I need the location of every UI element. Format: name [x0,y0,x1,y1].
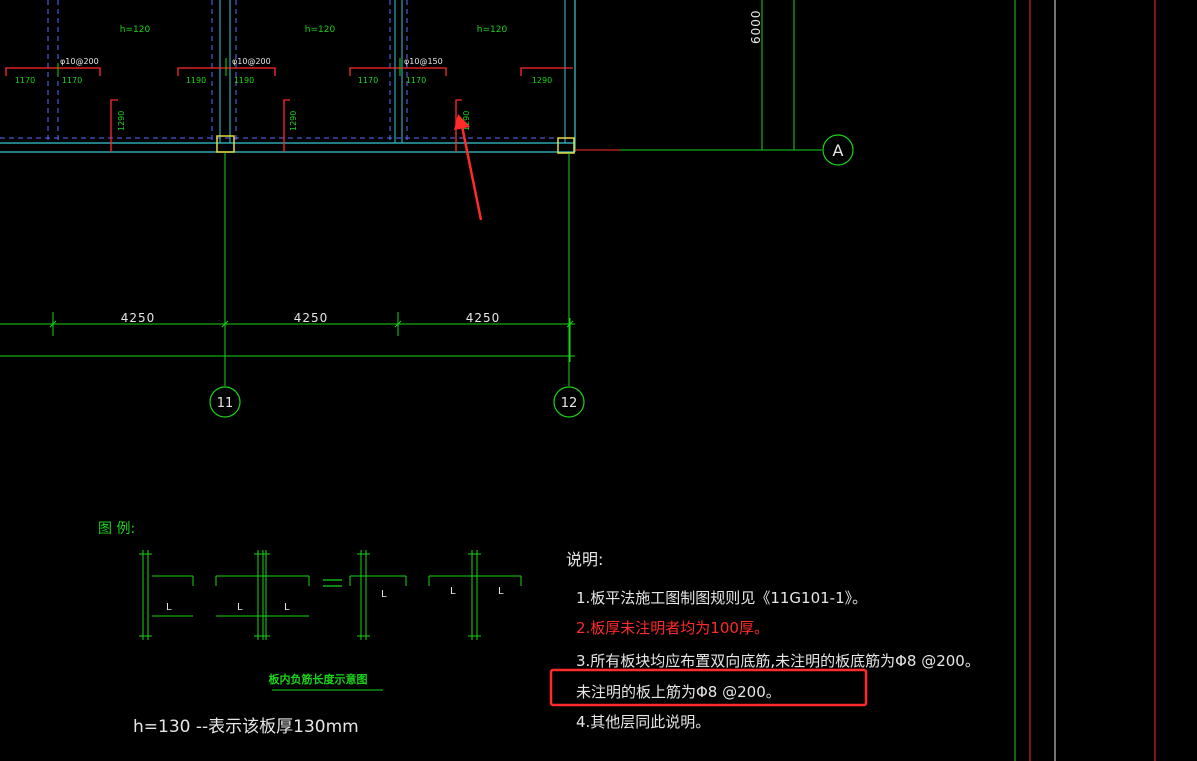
vertical-dimension: 6000 [749,9,763,44]
axis-label-a: A [833,141,844,160]
legend-symbol-4 [428,550,522,640]
axis-bubble-a[interactable]: A [822,134,854,166]
rebar-ticks [57,58,401,76]
panel-thickness-label: h=120 [120,25,151,35]
axis-bubble-12[interactable]: 12 [553,386,585,418]
axis-bubble-11[interactable]: 11 [209,386,241,418]
notes-title: 说明: [566,550,603,569]
hidden-beam-lines [0,0,560,140]
legend-symbol-3 [349,550,407,640]
rebar-spec-label: φ10@150 [404,57,443,66]
slab-plan: h=120 h=120 h=120 φ10@200 φ10@200 φ10@15… [0,0,576,154]
panel-thickness-label: h=120 [477,25,508,35]
legend-symbol-2 [215,550,310,640]
legend-caption: 板内负筋长度示意图 [269,672,368,686]
notes-block: 说明: 1.板平法施工图制图规则见《11G101-1》。 2.板厚未注明者均为1… [549,550,980,731]
note-item: 2.板厚未注明者均为100厚。 [576,619,769,637]
note-item: 1.板平法施工图制图规则见《11G101-1》。 [576,589,867,607]
note-item: 4.其他层同此说明。 [576,713,710,731]
rebar-length-label: 1190 [186,76,206,85]
legend-title: 图 例: [98,521,135,537]
annotation-arrow [454,114,483,221]
column-12[interactable] [557,137,575,154]
thickness-note: h=130 --表示该板厚130mm [133,717,359,737]
rebar-length-label: 1170 [15,76,35,85]
legend-length-mark: L [237,602,243,613]
span-dimension: 4250 [466,311,501,325]
rebar-length-label: 1290 [289,111,298,131]
legend-length-mark: L [498,586,504,597]
highlight-box [549,668,868,707]
legend-length-mark: L [381,589,387,600]
rebar-spec-label: φ10@200 [60,57,99,66]
rebar-length-label: 1290 [462,111,471,131]
span-dimension: 4250 [294,311,329,325]
rebar-length-label: 1170 [406,76,426,85]
note-item-highlighted: 未注明的板上筋为Φ8 @200。 [576,683,781,701]
rebar-length-label: 1170 [358,76,378,85]
rebar-length-label: 1290 [117,111,126,131]
rebar-length-label: 1190 [234,76,254,85]
axis-lines [224,0,1156,761]
column-11[interactable] [216,135,235,153]
span-dimensions: 4250 4250 4250 [0,311,575,362]
axis-label-12: 12 [561,396,578,411]
rebar-length-label: 1170 [62,76,82,85]
panel-thickness-label: h=120 [305,25,336,35]
note-item: 3.所有板块均应布置双向底筋,未注明的板底筋为Φ8 @200。 [576,652,980,670]
axis-label-11: 11 [217,396,234,411]
legend-symbol-1 [139,550,194,640]
negative-rebar-marks [5,67,573,152]
rebar-length-label: 1290 [532,76,552,85]
span-dimension: 4250 [121,311,156,325]
legend-length-mark: L [166,602,172,613]
rebar-spec-label: φ10@200 [232,57,271,66]
legend-length-mark: L [450,586,456,597]
legend-length-mark: L [284,602,290,613]
legend: 图 例: L L L [98,521,522,737]
